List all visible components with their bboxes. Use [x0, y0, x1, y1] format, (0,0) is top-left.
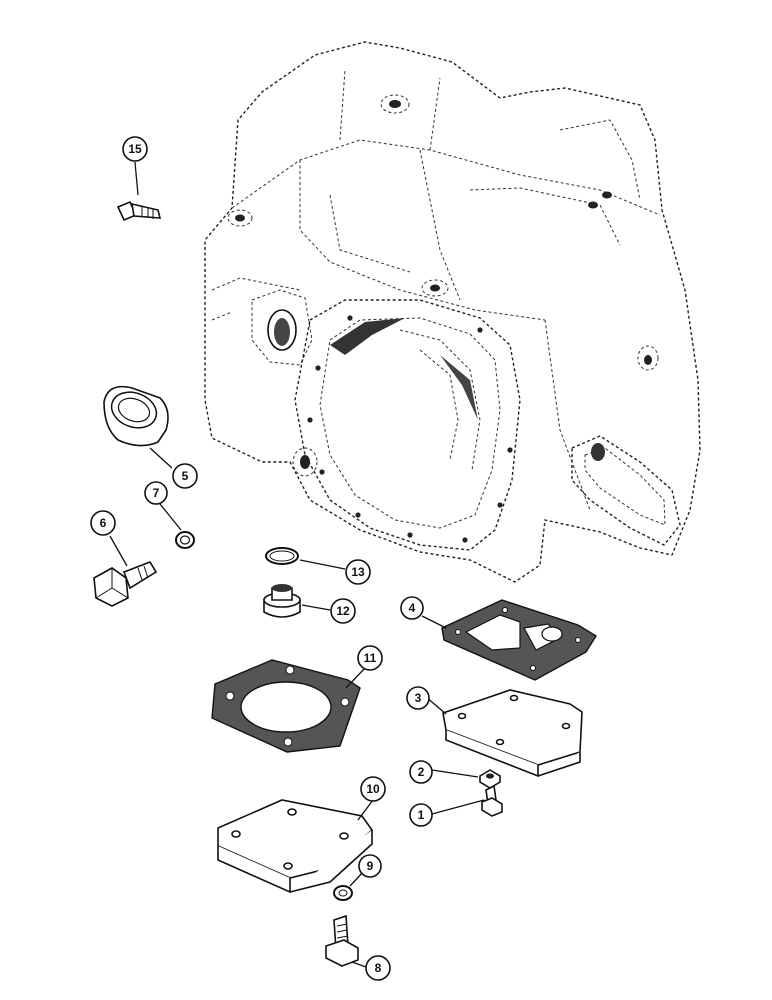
part-3-cover-plate — [442, 689, 583, 778]
svg-text:1: 1 — [418, 808, 425, 822]
callout-11: 11 — [357, 645, 383, 671]
svg-text:9: 9 — [367, 859, 374, 873]
part-10-cover-plate — [217, 799, 374, 894]
svg-text:7: 7 — [153, 486, 160, 500]
part-11-gasket — [211, 659, 361, 753]
svg-text:12: 12 — [336, 604, 350, 618]
part-13-o-ring — [265, 547, 299, 565]
part-7-washer — [175, 531, 195, 549]
svg-text:3: 3 — [415, 691, 422, 705]
callout-1: 1 — [409, 803, 433, 827]
callout-8: 8 — [365, 955, 391, 981]
callout-15: 15 — [122, 136, 148, 162]
callout-7: 7 — [144, 481, 168, 505]
callout-13: 13 — [345, 559, 371, 585]
transmission-housing — [204, 41, 701, 583]
part-4-gasket — [441, 599, 597, 681]
svg-text:15: 15 — [128, 142, 142, 156]
leader-lines — [109, 161, 485, 968]
part-1-bolt — [481, 784, 503, 817]
part-9-lock-washer — [333, 885, 353, 901]
part-6-plug-bolt — [93, 561, 158, 607]
part-2-washer — [479, 769, 501, 789]
part-5-seal — [103, 385, 169, 447]
svg-text:5: 5 — [182, 469, 189, 483]
svg-text:2: 2 — [418, 765, 425, 779]
callout-2: 2 — [409, 760, 433, 784]
part-15-bolt — [116, 200, 162, 222]
callout-10: 10 — [360, 776, 386, 802]
svg-text:4: 4 — [409, 601, 416, 615]
callout-9: 9 — [358, 854, 382, 878]
part-8-cap-screw — [325, 914, 359, 967]
svg-text:11: 11 — [364, 651, 377, 665]
callout-4: 4 — [400, 596, 424, 620]
part-12-plug — [263, 584, 301, 618]
callout-5: 5 — [172, 463, 198, 489]
svg-text:13: 13 — [351, 565, 365, 579]
svg-text:10: 10 — [366, 782, 380, 796]
svg-text:8: 8 — [375, 961, 382, 975]
svg-text:6: 6 — [100, 516, 107, 530]
callout-12: 12 — [330, 598, 356, 624]
callout-6: 6 — [90, 510, 116, 536]
callout-3: 3 — [406, 686, 430, 710]
